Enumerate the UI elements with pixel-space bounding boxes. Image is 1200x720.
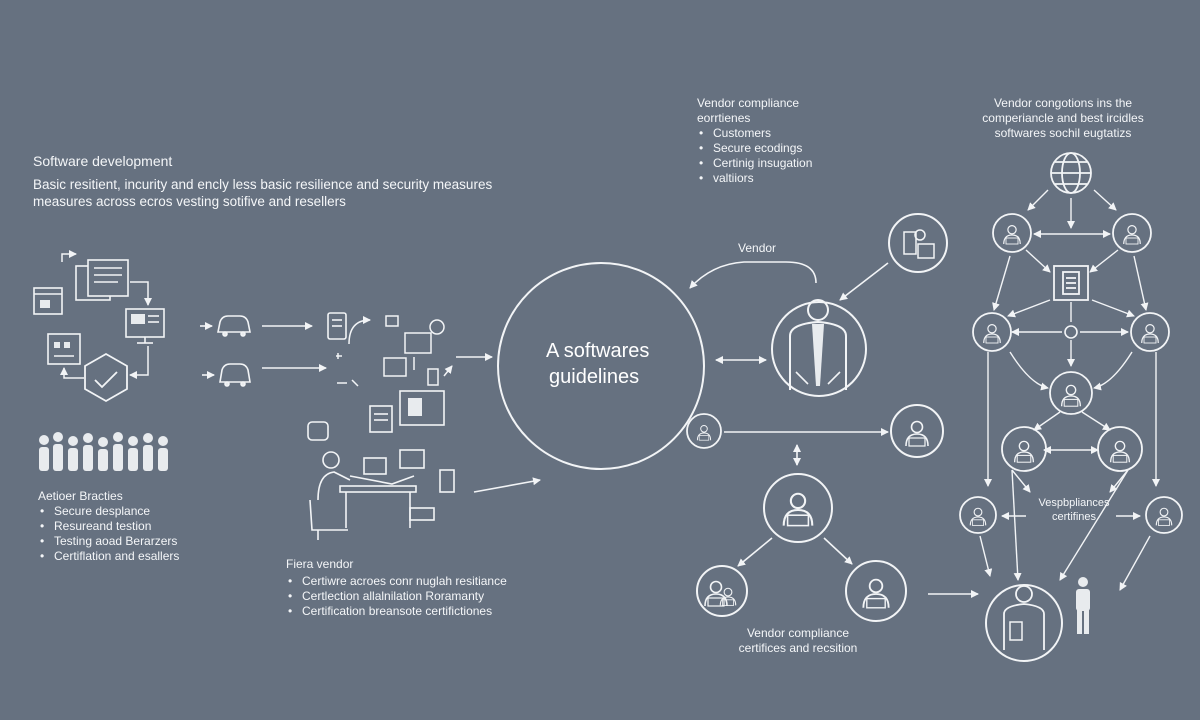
- doctor-node: [985, 584, 1063, 662]
- document-stack-icon: [75, 259, 129, 301]
- network-node-br: [1145, 496, 1183, 534]
- network-hub-dot: [1064, 325, 1078, 339]
- right-network-links: [979, 189, 1160, 591]
- vendor-curve-arrow: [689, 261, 817, 289]
- car-row-top: [200, 315, 313, 337]
- vendor-compliance-bottom-line1: Vendor compliance: [746, 626, 850, 640]
- globe-icon: [1050, 152, 1092, 194]
- fiera-vendor-item: Certlection allalnilation Roramanty: [286, 589, 507, 604]
- center-line1: A softwares: [546, 340, 650, 362]
- network-node-rm: [1097, 426, 1143, 472]
- browser-window-icon: [33, 287, 63, 315]
- developer-at-desk-icon: [307, 390, 541, 540]
- vendor-compliance-top-block: Vendor compliance eorrtienes Customers S…: [697, 96, 812, 186]
- practice-item: Resureand testion: [38, 519, 179, 534]
- people-group-icon: [39, 432, 168, 471]
- monitor-dashboard-icon: [125, 308, 165, 344]
- practice-item: Testing aoad Berarzers: [38, 534, 179, 549]
- left-cluster-connectors: [60, 250, 152, 379]
- split-link-left: [737, 537, 773, 567]
- network-node-ml: [972, 312, 1012, 352]
- vendor-compliance-top-subheading: eorrtienes: [697, 111, 751, 125]
- vendor-compliance-item: Certinig insugation: [697, 156, 812, 171]
- standing-person-icon: [1076, 577, 1090, 634]
- practice-item: Certiflation and esallers: [38, 549, 179, 564]
- clipboard-to-businessman-arrow: [839, 262, 889, 301]
- vendor-compliance-bottom-block: Vendor compliance certifices and recsiti…: [708, 626, 888, 656]
- practices-title: Aetioer Bracties: [38, 489, 123, 503]
- box-icons: [336, 315, 493, 387]
- engineer-node: [845, 560, 907, 622]
- fiera-vendor-block: Fiera vendor Certiwre acroes conr nuglah…: [286, 557, 507, 619]
- mobile-device-icon: [327, 312, 347, 340]
- document-node: [1053, 265, 1089, 301]
- split-link-right: [823, 537, 853, 565]
- network-node-center: [1049, 371, 1093, 415]
- center-line2: guidelines: [549, 366, 640, 388]
- car-row-bottom: [202, 363, 327, 387]
- network-node-bl: [959, 496, 997, 534]
- network-node-mr: [1130, 312, 1170, 352]
- network-node-tl: [992, 213, 1032, 253]
- vendor-compliance-bottom-line2: certifices and recsition: [738, 641, 858, 655]
- vendor-compliance-item: Secure ecodings: [697, 141, 812, 156]
- vendor-compliance-top-heading: Vendor compliance: [697, 96, 800, 110]
- software-development-desc-line1: Basic resitient, incurity and encly less…: [33, 177, 493, 192]
- support-person-node: [890, 404, 944, 458]
- network-node-tr: [1112, 213, 1152, 253]
- fiera-vendor-list: Certiwre acroes conr nuglah resitiance C…: [286, 574, 507, 619]
- small-person-node: [686, 413, 722, 449]
- vendor-label: Vendor: [738, 241, 777, 255]
- vendor-congotions-line2: comperiancle and best ircidles: [982, 111, 1144, 125]
- vendor-compliance-item: Customers: [697, 126, 812, 141]
- vendor-compliance-item: valtiiors: [697, 171, 812, 186]
- practices-list: Secure desplance Resureand testion Testi…: [38, 504, 179, 564]
- businessman-node: [771, 299, 867, 397]
- software-development-heading: Software development: [33, 153, 173, 169]
- fiera-vendor-item: Certification breansote certifictiones: [286, 604, 507, 619]
- fiera-vendor-heading: Fiera vendor: [286, 557, 354, 571]
- vendor-compliance-top-list: Customers Secure ecodings Certinig insug…: [697, 126, 812, 186]
- fiera-vendor-item: Certiwre acroes conr nuglah resitiance: [286, 574, 507, 589]
- vendor-congotions-block: Vendor congotions ins the comperiancle a…: [958, 96, 1168, 141]
- software-development-desc-line2: measures across ecros vesting sotifive a…: [33, 194, 346, 209]
- vendor-congotions-line1: Vendor congotions ins the: [993, 96, 1133, 110]
- network-node-lm: [1001, 426, 1047, 472]
- practice-item: Secure desplance: [38, 504, 179, 519]
- network-label-line2: certifines: [1051, 510, 1097, 523]
- team-pair-node: [696, 565, 748, 617]
- shield-check-icon: [84, 352, 128, 403]
- center-person-node: [763, 473, 833, 543]
- clipboard-person-node: [888, 213, 948, 273]
- vendor-congotions-line3: softwares sochil eugtatizs: [994, 126, 1132, 140]
- server-rack-icon: [47, 333, 81, 365]
- network-center-label: Vespbpliances certifines: [1026, 497, 1122, 525]
- center-guidelines-label: A softwares guidelines: [546, 338, 649, 390]
- network-label-line1: Vespbpliances: [1038, 497, 1110, 509]
- practices-block: Aetioer Bracties Secure desplance Resure…: [38, 489, 179, 564]
